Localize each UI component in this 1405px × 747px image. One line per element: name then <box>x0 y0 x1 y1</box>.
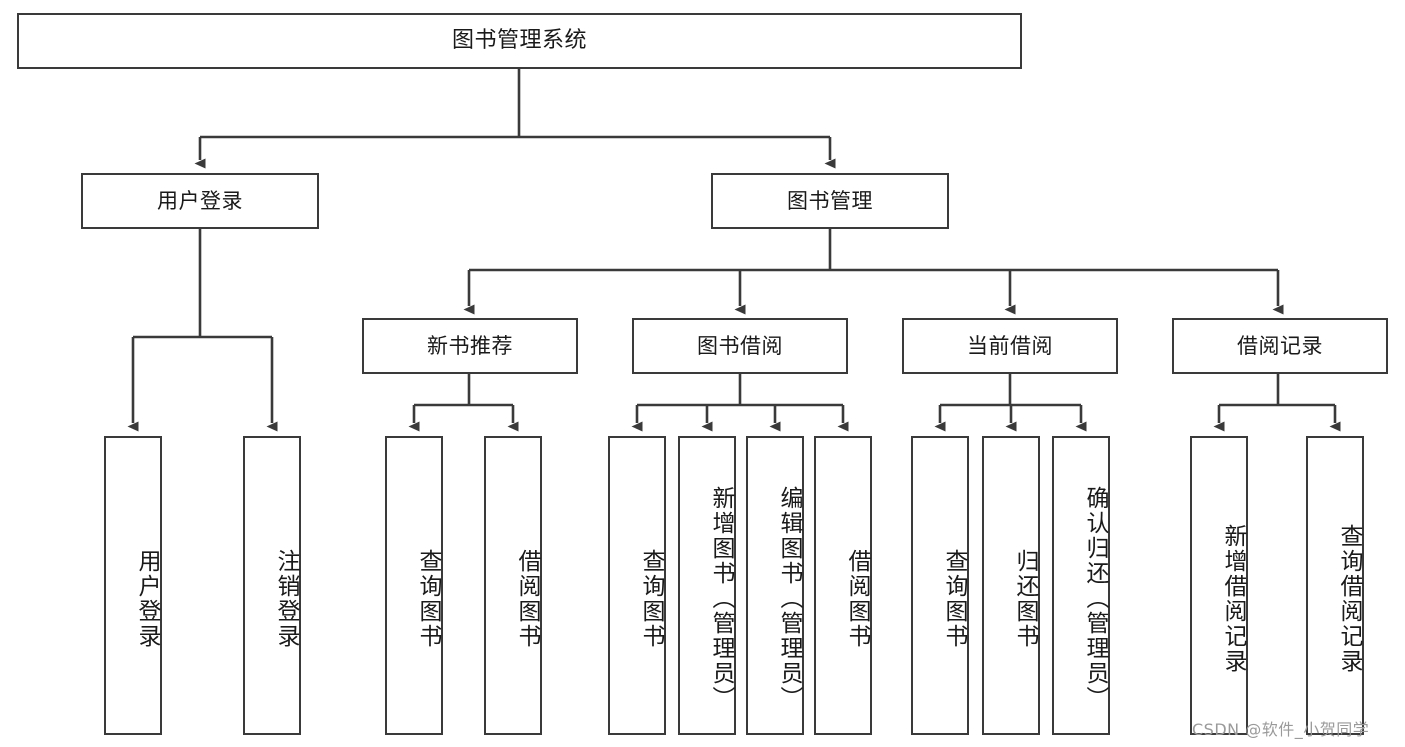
leaf-add-record-label: 新增借阅记录 <box>1220 523 1246 674</box>
leaf-add-record[interactable]: 新增借阅记录 <box>1190 436 1248 735</box>
leaf-edit-book[interactable]: 编辑图书（管理员） <box>746 436 804 735</box>
node-root[interactable]: 图书管理系统 <box>17 13 1022 69</box>
node-book-manage-label: 图书管理 <box>787 188 873 213</box>
leaf-logout-label: 注销登录 <box>273 548 299 649</box>
leaf-confirm-return[interactable]: 确认归还（管理员） <box>1052 436 1110 735</box>
node-current-borrow-label: 当前借阅 <box>967 333 1053 358</box>
leaf-logout[interactable]: 注销登录 <box>243 436 301 735</box>
watermark: CSDN @软件_小贺同学 <box>1192 720 1370 739</box>
leaf-borrow-book-1[interactable]: 借阅图书 <box>484 436 542 735</box>
leaf-return-book[interactable]: 归还图书 <box>982 436 1040 735</box>
leaf-query-book-1[interactable]: 查询图书 <box>385 436 443 735</box>
node-new-book-recommend-label: 新书推荐 <box>427 333 513 358</box>
node-current-borrow[interactable]: 当前借阅 <box>902 318 1118 374</box>
node-book-manage[interactable]: 图书管理 <box>711 173 949 229</box>
leaf-query-book-3-label: 查询图书 <box>941 548 967 649</box>
leaf-query-book-1-label: 查询图书 <box>415 548 441 649</box>
node-book-borrow[interactable]: 图书借阅 <box>632 318 848 374</box>
leaf-query-book-2-label: 查询图书 <box>638 548 664 649</box>
leaf-query-record[interactable]: 查询借阅记录 <box>1306 436 1364 735</box>
leaf-borrow-book-1-label: 借阅图书 <box>514 548 540 649</box>
leaf-user-login[interactable]: 用户登录 <box>104 436 162 735</box>
leaf-add-book-label: 新增图书（管理员） <box>708 486 734 711</box>
leaf-query-book-3[interactable]: 查询图书 <box>911 436 969 735</box>
leaf-return-book-label: 归还图书 <box>1012 548 1038 649</box>
node-borrow-record-label: 借阅记录 <box>1237 333 1323 358</box>
node-user-login-label: 用户登录 <box>157 188 243 213</box>
leaf-user-login-label: 用户登录 <box>134 548 160 649</box>
node-book-borrow-label: 图书借阅 <box>697 333 783 358</box>
leaf-query-record-label: 查询借阅记录 <box>1336 523 1362 674</box>
node-root-label: 图书管理系统 <box>451 28 587 54</box>
leaf-confirm-return-label: 确认归还（管理员） <box>1082 486 1108 711</box>
leaf-add-book[interactable]: 新增图书（管理员） <box>678 436 736 735</box>
leaf-borrow-book-2-label: 借阅图书 <box>844 548 870 649</box>
node-borrow-record[interactable]: 借阅记录 <box>1172 318 1388 374</box>
leaf-borrow-book-2[interactable]: 借阅图书 <box>814 436 872 735</box>
node-new-book-recommend[interactable]: 新书推荐 <box>362 318 578 374</box>
node-user-login[interactable]: 用户登录 <box>81 173 319 229</box>
leaf-edit-book-label: 编辑图书（管理员） <box>776 486 802 711</box>
leaf-query-book-2[interactable]: 查询图书 <box>608 436 666 735</box>
